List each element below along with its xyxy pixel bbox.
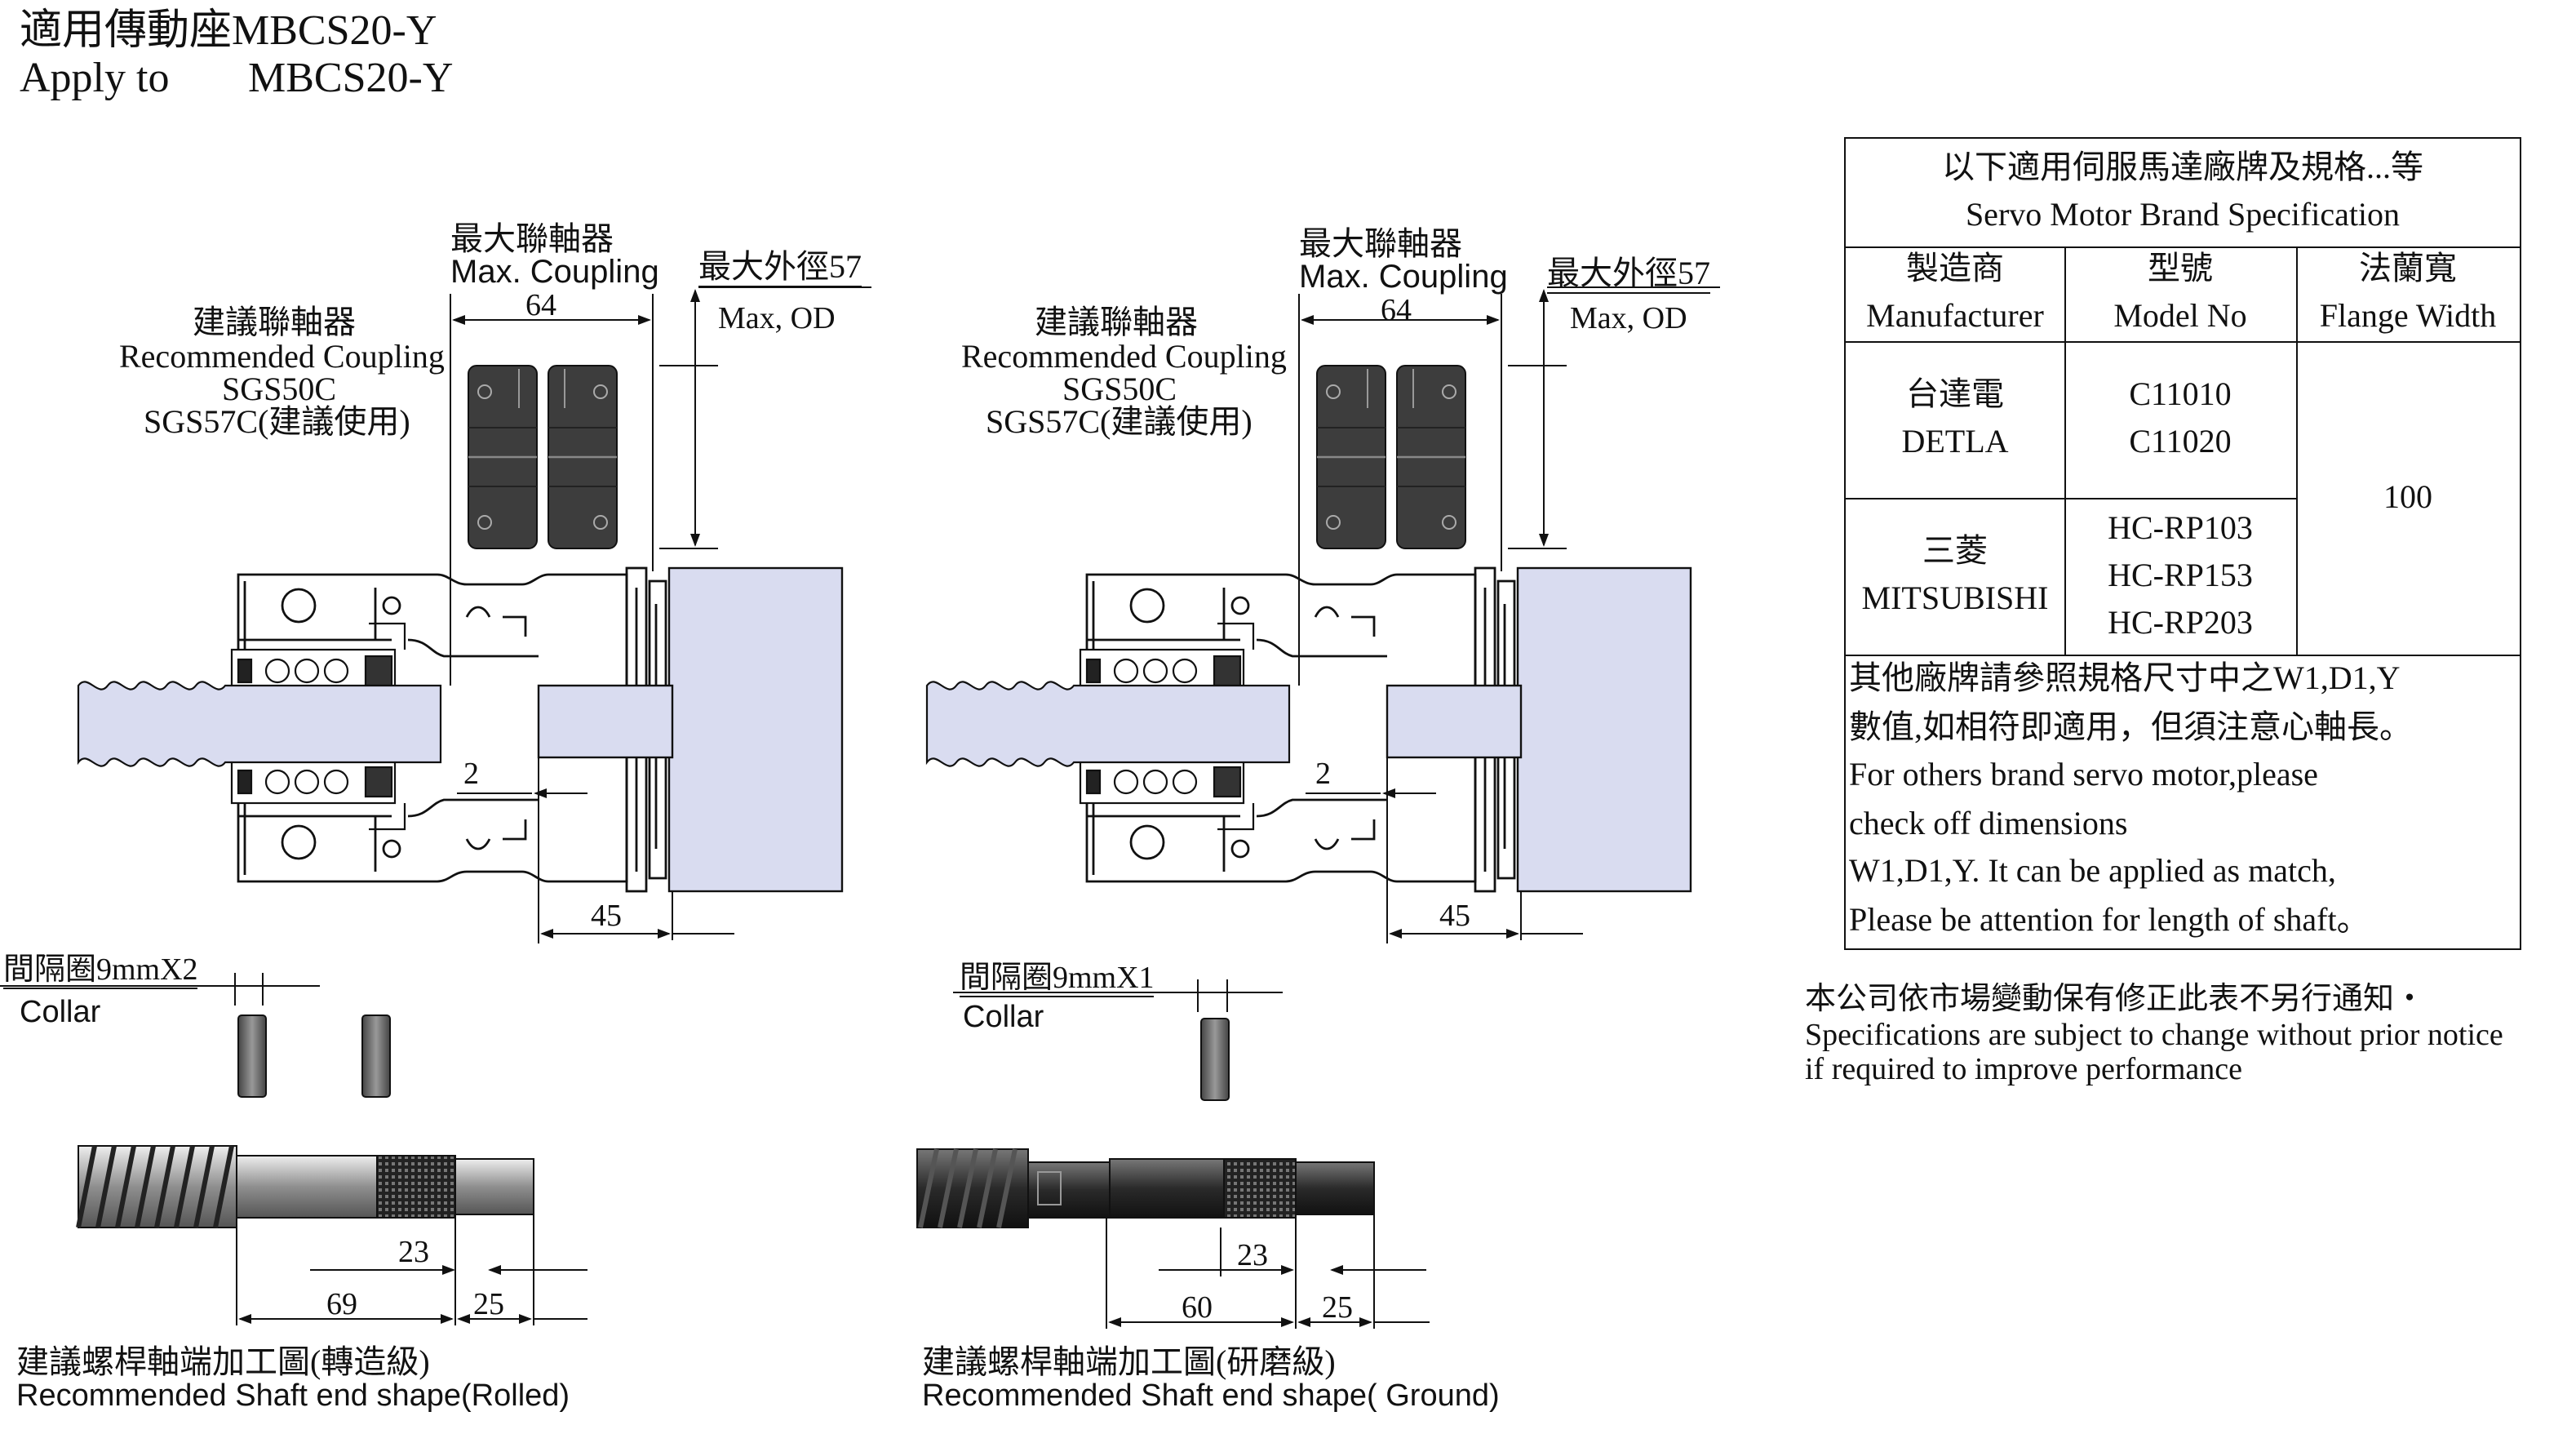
note-line: 其他廠牌請參照規格尺寸中之W1,D1,Y bbox=[1849, 661, 2401, 697]
note-line: For others brand servo motor,please bbox=[1849, 757, 2318, 793]
disclaimer-zh: 本公司依市場變動保有修正此表不另行通知・ bbox=[1805, 983, 2426, 1017]
note-line: 數值,如相符即適用，但須注意心軸長。 bbox=[1849, 709, 2412, 745]
disclaimer-en-1: Specifications are subject to change wit… bbox=[1805, 1019, 2503, 1053]
left-recommended-en: Recommended Coupling bbox=[119, 340, 445, 375]
column-header-zh: 製造商 bbox=[1906, 251, 2004, 287]
right-max-coupling-zh: 最大聯軸器 bbox=[1299, 227, 1462, 263]
table-header-en: Servo Motor Brand Specification bbox=[1965, 198, 2401, 233]
left-depth-dim: 45 bbox=[591, 899, 622, 934]
flange-width-cell: 100 bbox=[2296, 341, 2520, 655]
model-no: HC-RP153 bbox=[2108, 557, 2253, 593]
left-gap-dim: 2 bbox=[463, 757, 479, 792]
column-header-zh: 法蘭寬 bbox=[2359, 251, 2457, 287]
maker-zh: 台達電 bbox=[1906, 377, 2004, 413]
right-model-2: SGS57C(建議使用) bbox=[986, 405, 1253, 441]
table-row-maker-mitsubishi: 三菱 MITSUBISHI bbox=[1846, 498, 2064, 655]
maker-en: DETLA bbox=[1901, 424, 2009, 460]
left-model-2: SGS57C(建議使用) bbox=[144, 405, 410, 441]
collar-left-drawing bbox=[0, 973, 391, 1098]
table-row-maker-delta: 台達電 DETLA bbox=[1846, 341, 2064, 498]
rolled-dim-23: 23 bbox=[398, 1236, 429, 1270]
rolled-caption-en: Recommended Shaft end shape(Rolled) bbox=[16, 1379, 570, 1414]
right-max-coupling-en: Max. Coupling bbox=[1299, 260, 1508, 295]
table-row-models-delta: C11010 C11020 bbox=[2064, 341, 2296, 498]
note-line: W1,D1,Y. It can be applied as match, bbox=[1849, 854, 2336, 890]
model-no: HC-RP203 bbox=[2108, 605, 2253, 641]
right-max-od-zh: 最大外徑57 bbox=[1547, 256, 1710, 294]
column-header-flange-width: 法蘭寬 Flange Width bbox=[2296, 246, 2520, 341]
collar-left-en: Collar bbox=[20, 996, 101, 1030]
right-max-od-en: Max, OD bbox=[1570, 302, 1687, 336]
column-header-manufacturer: 製造商 Manufacturer bbox=[1846, 246, 2064, 341]
left-max-coupling-zh: 最大聯軸器 bbox=[450, 222, 614, 258]
right-coupling-length: 64 bbox=[1381, 294, 1412, 328]
collar-right-drawing bbox=[953, 979, 1283, 1101]
right-model-1: SGS50C bbox=[1062, 372, 1177, 408]
collar-right-zh: 間隔圈9mmX1 bbox=[960, 961, 1155, 997]
title-en-model: MBCS20-Y bbox=[248, 54, 454, 101]
left-max-coupling-en: Max. Coupling bbox=[450, 255, 659, 291]
spec-table: 以下適用伺服馬達廠牌及規格...等 Servo Motor Brand Spec… bbox=[1844, 137, 2521, 950]
ground-dim-60: 60 bbox=[1182, 1291, 1213, 1325]
note-line: Please be attention for length of shaft。 bbox=[1849, 902, 2370, 938]
right-depth-dim: 45 bbox=[1439, 899, 1470, 934]
disclaimer-en-2: if required to improve performance bbox=[1805, 1053, 2242, 1087]
ground-dim-23: 23 bbox=[1237, 1239, 1268, 1273]
column-header-en: Flange Width bbox=[2319, 299, 2497, 335]
table-row-models-mitsubishi: HC-RP103 HC-RP153 HC-RP203 bbox=[2064, 498, 2296, 655]
left-assembly-drawing bbox=[78, 287, 871, 943]
right-gap-dim: 2 bbox=[1315, 757, 1331, 792]
left-max-od-zh: 最大外徑57 bbox=[698, 250, 862, 287]
column-header-en: Manufacturer bbox=[1866, 299, 2044, 335]
model-no: C11020 bbox=[2129, 424, 2232, 460]
column-header-en: Model No bbox=[2113, 299, 2247, 335]
maker-zh: 三菱 bbox=[1922, 534, 1988, 570]
right-recommended-en: Recommended Coupling bbox=[961, 340, 1287, 375]
flange-width-value: 100 bbox=[2383, 479, 2432, 515]
rolled-shaft-drawing bbox=[76, 1145, 587, 1325]
title-en-prefix: Apply to bbox=[20, 54, 170, 101]
table-note: 其他廠牌請參照規格尺寸中之W1,D1,Y 數值,如相符即適用，但須注意心軸長。 … bbox=[1849, 656, 2412, 945]
maker-en: MITSUBISHI bbox=[1861, 581, 2049, 617]
collar-right-en: Collar bbox=[963, 1001, 1044, 1035]
rolled-dim-25: 25 bbox=[473, 1288, 504, 1322]
collar-left-zh: 間隔圈9mmX2 bbox=[3, 953, 198, 989]
left-max-od-en: Max, OD bbox=[718, 302, 836, 336]
rolled-caption-zh: 建議螺桿軸端加工圖(轉造級) bbox=[16, 1345, 430, 1381]
ground-dim-25: 25 bbox=[1322, 1291, 1353, 1325]
rolled-dim-69: 69 bbox=[326, 1288, 357, 1322]
table-header: 以下適用伺服馬達廠牌及規格...等 Servo Motor Brand Spec… bbox=[1846, 142, 2520, 243]
ground-caption-zh: 建議螺桿軸端加工圖(研磨級) bbox=[922, 1345, 1336, 1381]
left-recommended-zh: 建議聯軸器 bbox=[193, 305, 356, 341]
note-line: check off dimensions bbox=[1849, 806, 2128, 841]
left-model-1: SGS50C bbox=[222, 372, 337, 408]
column-header-zh: 型號 bbox=[2148, 251, 2213, 287]
right-assembly-drawing bbox=[927, 287, 1720, 943]
table-header-zh: 以下適用伺服馬達廠牌及規格...等 bbox=[1942, 150, 2423, 186]
model-no: HC-RP103 bbox=[2108, 510, 2253, 546]
column-header-model: 型號 Model No bbox=[2064, 246, 2296, 341]
ground-shaft-drawing bbox=[916, 1148, 1430, 1329]
left-coupling-length: 64 bbox=[525, 289, 556, 323]
ground-caption-en: Recommended Shaft end shape( Ground) bbox=[922, 1379, 1500, 1414]
title-zh: 適用傳動座MBCS20-Y bbox=[20, 7, 437, 54]
right-recommended-zh: 建議聯軸器 bbox=[1035, 305, 1198, 341]
model-no: C11010 bbox=[2129, 377, 2232, 413]
